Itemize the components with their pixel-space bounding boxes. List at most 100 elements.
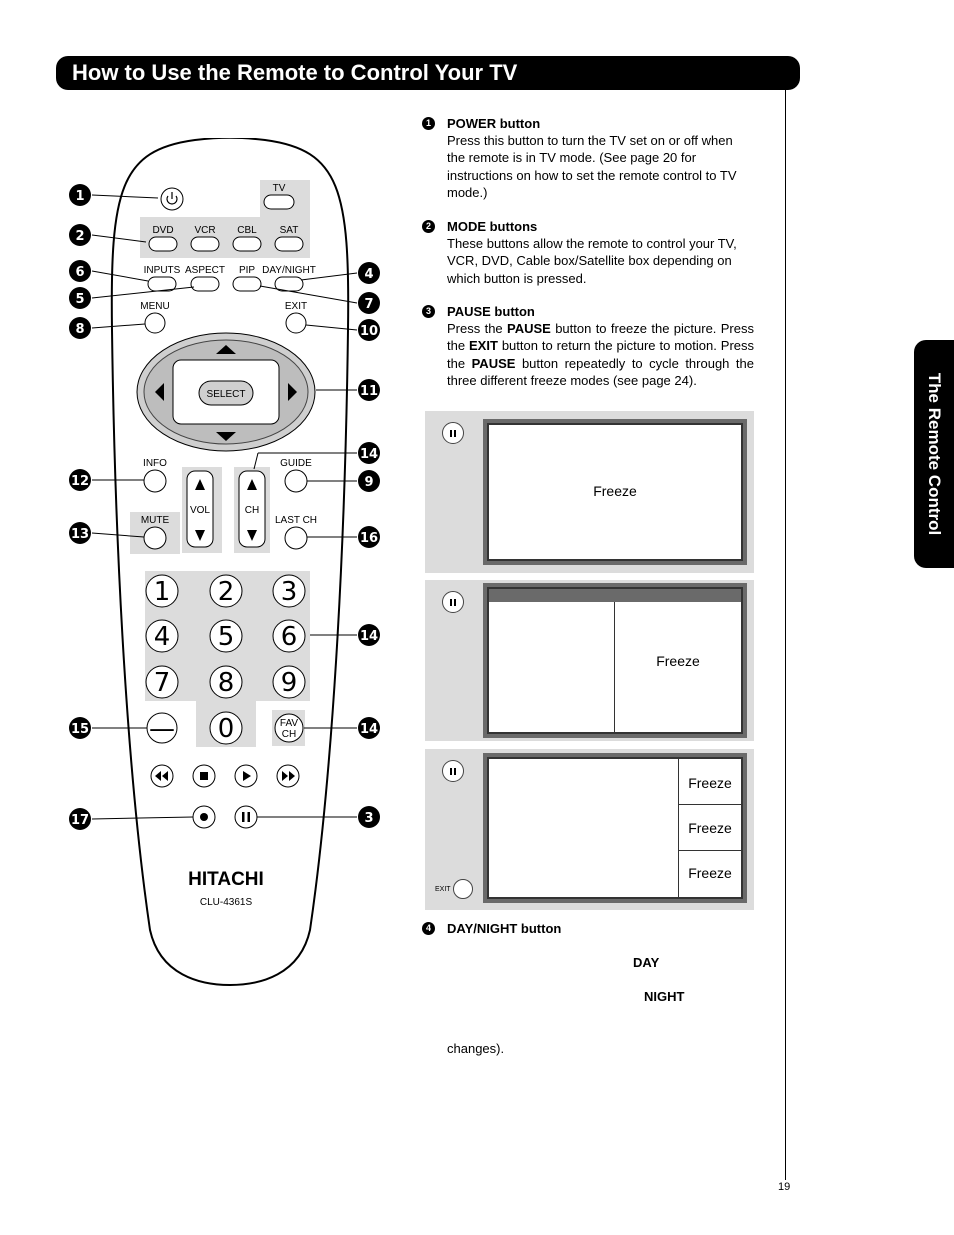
callout-number: 14 <box>360 629 378 644</box>
fav-ch-button <box>274 713 304 743</box>
callout-badge-c16 <box>358 526 380 548</box>
digit-8-label: 8 <box>218 668 235 698</box>
callout-badge-c2 <box>69 224 91 246</box>
inputs-label: INPUTS <box>144 265 181 276</box>
nav-down-icon <box>216 432 236 441</box>
digit-6-label: 6 <box>281 622 298 652</box>
callout-number: 1 <box>75 189 84 204</box>
callout-badge-c15 <box>69 717 91 739</box>
callout-badge-c5 <box>69 287 91 309</box>
digit-4-button <box>145 619 179 653</box>
dvd-button <box>148 236 178 252</box>
callout-number: 17 <box>71 813 89 828</box>
section-day-night: 4 DAY/NIGHT button <box>422 920 754 937</box>
callout-number: 9 <box>364 475 373 490</box>
callout-badge-c12 <box>69 469 91 491</box>
digit-9-button <box>272 665 306 699</box>
section-number: 2 <box>422 220 435 234</box>
digit-4-label: 4 <box>154 622 171 652</box>
section-body: Press the PAUSE button to freeze the pic… <box>447 321 754 388</box>
freeze-panel-split: Freeze <box>425 580 754 741</box>
pip-button <box>232 276 262 292</box>
callout-number: 5 <box>75 292 84 307</box>
callout-badge-c10 <box>358 319 380 341</box>
digit-2-button <box>209 574 243 608</box>
last-ch-button <box>284 526 308 550</box>
vol-rocker <box>186 470 214 548</box>
last-ch-label: LAST CH <box>275 515 317 526</box>
cbl-label: CBL <box>237 225 257 236</box>
vol-label: VOL <box>190 505 210 516</box>
pause-icon <box>442 760 464 782</box>
menu-button <box>144 312 166 334</box>
callout-number: 14 <box>360 447 378 462</box>
digit-0-label: 0 <box>218 714 235 744</box>
sat-button <box>274 236 304 252</box>
main-picture <box>489 602 615 732</box>
play-icon <box>243 771 251 781</box>
freeze-panel-multi: Freeze Freeze Freeze EXIT <box>425 749 754 910</box>
digit-9-label: 9 <box>281 668 298 698</box>
day-night-label: DAY/NIGHT <box>262 265 316 276</box>
guide-label: GUIDE <box>280 458 312 469</box>
nav-right-icon <box>288 383 297 401</box>
tv-screen: Freeze <box>487 587 743 734</box>
pip-label: PIP <box>239 265 255 276</box>
ch-down-icon <box>247 530 257 541</box>
callout-number: 13 <box>71 527 89 542</box>
info-label: INFO <box>143 458 167 469</box>
digit-6-button <box>272 619 306 653</box>
vol-down-icon <box>195 530 205 541</box>
callout-number: 6 <box>75 265 84 280</box>
record-icon <box>200 813 208 821</box>
vcr-label: VCR <box>194 225 215 236</box>
tv-screen: Freeze Freeze Freeze <box>487 757 743 899</box>
stop-icon <box>200 772 208 780</box>
callout-badge-c14a <box>358 442 380 464</box>
section-number: 4 <box>422 922 435 936</box>
freeze-label-3: Freeze <box>688 865 732 881</box>
freeze-label-1: Freeze <box>688 775 732 791</box>
digit-7-label: 7 <box>154 668 171 698</box>
freeze-label-2: Freeze <box>688 820 732 836</box>
callout-number: 4 <box>364 267 373 282</box>
exit-button-icon <box>453 879 473 899</box>
vol-up-icon <box>195 479 205 490</box>
side-tab-label: The Remote Control <box>925 372 944 536</box>
callout-number: 8 <box>75 322 84 337</box>
rewind-icon <box>155 771 161 781</box>
callout-badge-c6 <box>69 260 91 282</box>
callout-badge-c3 <box>358 806 380 828</box>
vcr-button <box>190 236 220 252</box>
tv-label: TV <box>273 183 286 194</box>
page-number: 19 <box>778 1181 791 1193</box>
section-heading: DAY/NIGHT button <box>447 921 562 936</box>
inputs-button <box>147 276 177 292</box>
dvd-label: DVD <box>152 225 173 236</box>
callout-badge-c4 <box>358 262 380 284</box>
callout-badge-c8 <box>69 317 91 339</box>
exit-label: EXIT <box>435 886 451 893</box>
fav-label: FAV <box>280 718 298 729</box>
fast-forward-icon <box>282 771 288 781</box>
callout-badge-c9 <box>358 470 380 492</box>
freeze-label: Freeze <box>593 483 637 499</box>
exit-button <box>285 312 307 334</box>
select-label: SELECT <box>207 389 246 400</box>
mute-button <box>143 526 167 550</box>
tv-button <box>263 194 295 210</box>
exit-label: EXIT <box>285 301 307 312</box>
digit-5-button <box>209 619 243 653</box>
freeze-label: Freeze <box>656 653 700 669</box>
callout-badge-c1 <box>69 184 91 206</box>
digit-1-label: 1 <box>154 577 171 607</box>
digit-5-label: 5 <box>218 622 235 652</box>
aspect-button <box>190 276 220 292</box>
sat-label: SAT <box>280 225 299 236</box>
pause-icon <box>242 812 245 822</box>
freeze-panel-full: Freeze <box>425 411 754 573</box>
mute-label: MUTE <box>141 515 170 526</box>
